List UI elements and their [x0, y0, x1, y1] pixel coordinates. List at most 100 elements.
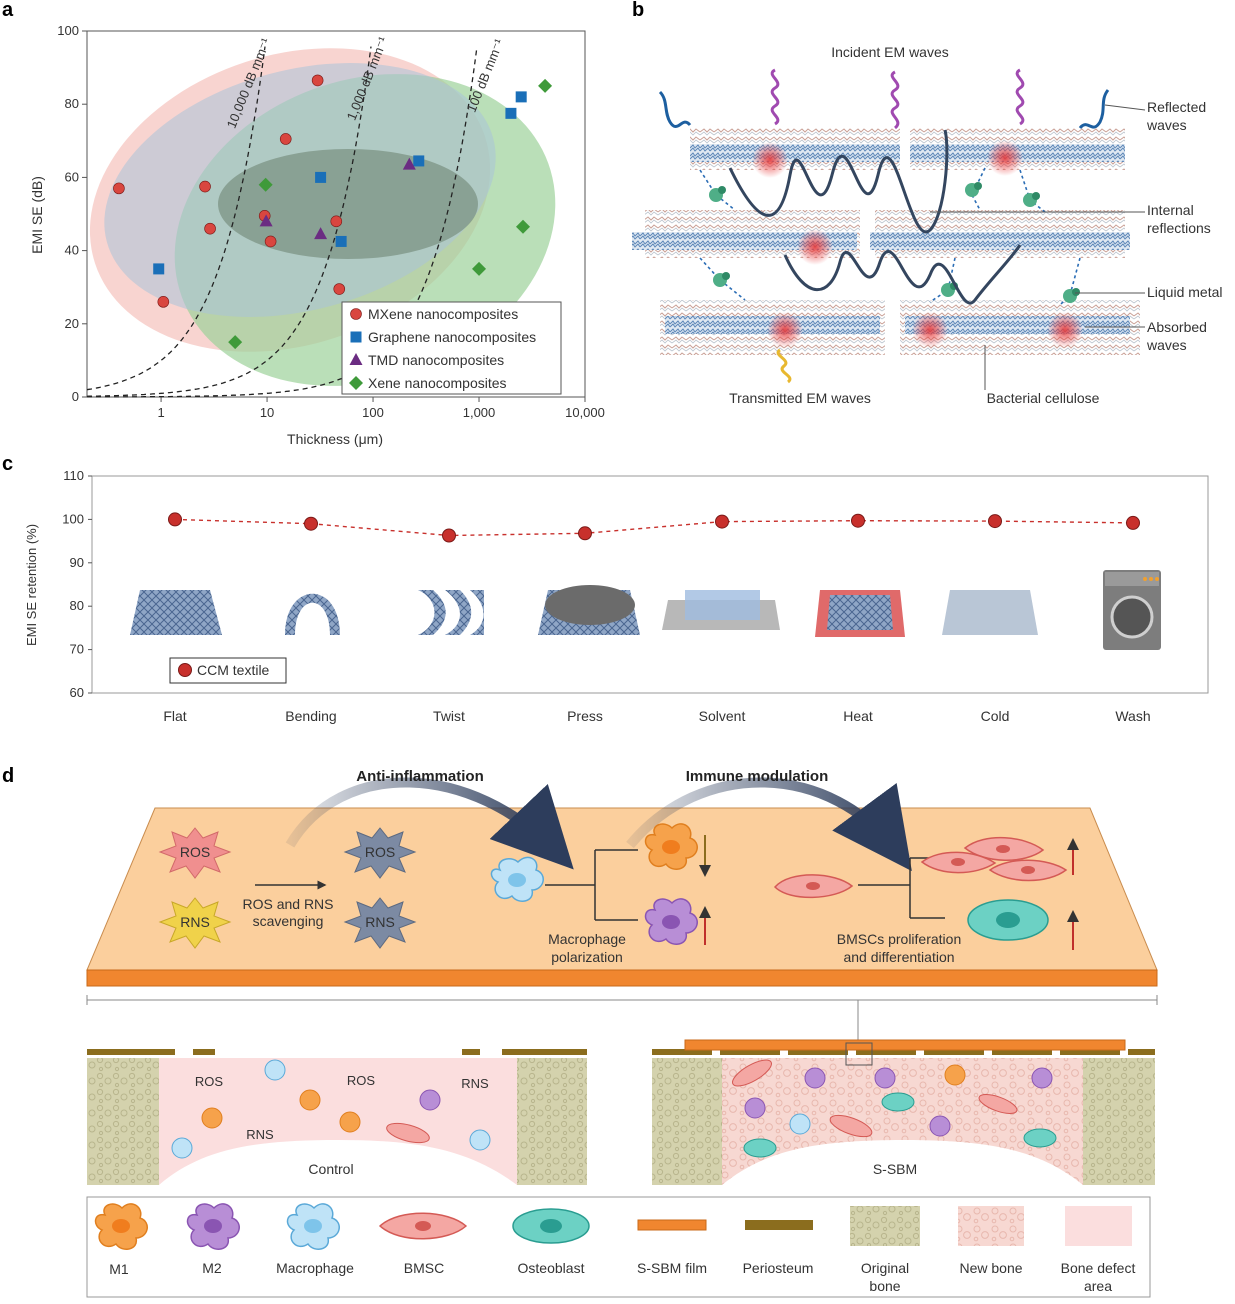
mxene-layer — [690, 144, 900, 162]
svg-text:Osteoblast: Osteoblast — [518, 1260, 585, 1276]
zoom-bracket — [86, 995, 1158, 1005]
y-tick-label: 60 — [65, 169, 79, 184]
x-tick-label: 10,000 — [565, 405, 605, 420]
macrophage-polarization-label-2: polarization — [551, 949, 623, 965]
legend-macrophage — [286, 1203, 340, 1250]
bmsc-cluster — [920, 837, 1068, 882]
retention-point — [715, 514, 729, 529]
svg-text:Macrophage: Macrophage — [276, 1260, 354, 1276]
osteoblast-cell — [967, 899, 1049, 941]
original-bone-right — [1083, 1058, 1155, 1185]
legend-film — [637, 1219, 707, 1231]
solvent-beaker-icon — [685, 590, 760, 620]
legend-m1 — [94, 1203, 148, 1250]
y-tick-label: 60 — [70, 685, 84, 700]
svg-text:BMSC: BMSC — [404, 1260, 444, 1276]
data-point-diamond — [515, 219, 530, 234]
reflected-label: Reflected — [1147, 99, 1206, 115]
data-point-circle — [330, 215, 343, 228]
rns-star-grey: RNS — [343, 897, 417, 949]
ssbm-label: S-SBM — [873, 1161, 917, 1177]
panel-letter-c: c — [2, 453, 13, 475]
flat-textile-icon — [130, 590, 222, 635]
retention-series — [168, 512, 1140, 543]
data-point-triangle — [314, 227, 328, 240]
legend-defect — [1065, 1206, 1132, 1246]
data-point-circle — [311, 74, 324, 87]
transmitted-label: Transmitted EM waves — [729, 390, 871, 406]
category-label: Heat — [843, 708, 873, 724]
bacterial-cellulose-label: Bacterial cellulose — [987, 390, 1100, 406]
legend-label: Xene nanocomposites — [368, 375, 507, 391]
original-bone-left — [652, 1058, 722, 1185]
internal-label-2: reflections — [1147, 220, 1211, 236]
legend-label: MXene nanocomposites — [368, 306, 518, 322]
svg-text:area: area — [1084, 1278, 1112, 1294]
absorbed-wave-glows — [752, 140, 1083, 348]
reference-line — [86, 46, 372, 397]
transmitted-wave — [776, 348, 792, 384]
reflected-label-2: waves — [1146, 117, 1187, 133]
y-tick-label: 110 — [63, 468, 84, 483]
ros-star-grey: ROS — [343, 827, 417, 879]
legend-new-bone — [958, 1206, 1024, 1246]
condition-illustrations — [130, 570, 1161, 650]
polarization-branch — [545, 849, 638, 921]
svg-text:bone: bone — [869, 1278, 900, 1294]
callout-leaders — [930, 104, 1146, 390]
legend-marker — [349, 376, 363, 390]
panel-b-diagram: Incident EM waves Reflected waves Intern… — [632, 44, 1223, 406]
scavenging-label-2: scavenging — [253, 913, 324, 929]
legend-box — [341, 301, 562, 395]
twist-textile-icon — [418, 590, 484, 635]
bmsc-label: BMSCs proliferation — [837, 931, 962, 947]
retention-point — [442, 528, 456, 543]
m2-cell — [644, 898, 698, 945]
bmsc-cell — [773, 874, 854, 899]
y-tick-label: 100 — [57, 23, 79, 38]
y-axis-title: EMI SE (dB) — [29, 176, 45, 254]
svg-text:New bone: New bone — [959, 1260, 1022, 1276]
panel-letter-d: d — [2, 765, 14, 787]
retention-point — [304, 516, 318, 531]
mxene-layer — [870, 232, 1130, 250]
data-point-square — [515, 91, 527, 103]
svg-text:RNS: RNS — [246, 1127, 274, 1142]
svg-text:ROS: ROS — [365, 844, 395, 860]
legend-osteoblast — [512, 1208, 590, 1244]
data-point-circle — [113, 182, 125, 195]
differentiation-branch — [858, 857, 945, 919]
legend-bmsc — [378, 1212, 468, 1240]
data-point-circle — [264, 235, 277, 248]
svg-text:Bone defect: Bone defect — [1061, 1260, 1136, 1276]
svg-text:M2: M2 — [202, 1260, 222, 1276]
category-label: Press — [567, 708, 603, 724]
panel-letter-a: a — [2, 0, 14, 21]
legend-periosteum — [745, 1220, 813, 1230]
scavenging-label: ROS and RNS — [242, 896, 333, 912]
control-defect: Control ROS ROS RNS RNS — [87, 1049, 587, 1185]
legend-original-bone — [850, 1206, 920, 1246]
data-point-square — [335, 235, 347, 247]
svg-text:M1: M1 — [109, 1261, 129, 1277]
svg-text:Periosteum: Periosteum — [743, 1260, 814, 1276]
internal-reflection-wave — [728, 129, 949, 234]
incident-waves — [770, 68, 1025, 130]
legend-swatches — [94, 1203, 1132, 1250]
svg-text:ROS: ROS — [195, 1074, 224, 1089]
ssbm-film — [684, 1039, 1126, 1051]
zoom-box — [845, 1042, 873, 1066]
category-label: Twist — [433, 708, 465, 724]
y-tick-label: 80 — [70, 598, 84, 613]
data-point-square — [505, 107, 517, 119]
plot-frame — [86, 30, 586, 398]
legend-marker — [349, 353, 363, 365]
svg-text:RNS: RNS — [180, 914, 210, 930]
control-label: Control — [308, 1161, 353, 1177]
cold-textile-icon — [942, 590, 1038, 635]
